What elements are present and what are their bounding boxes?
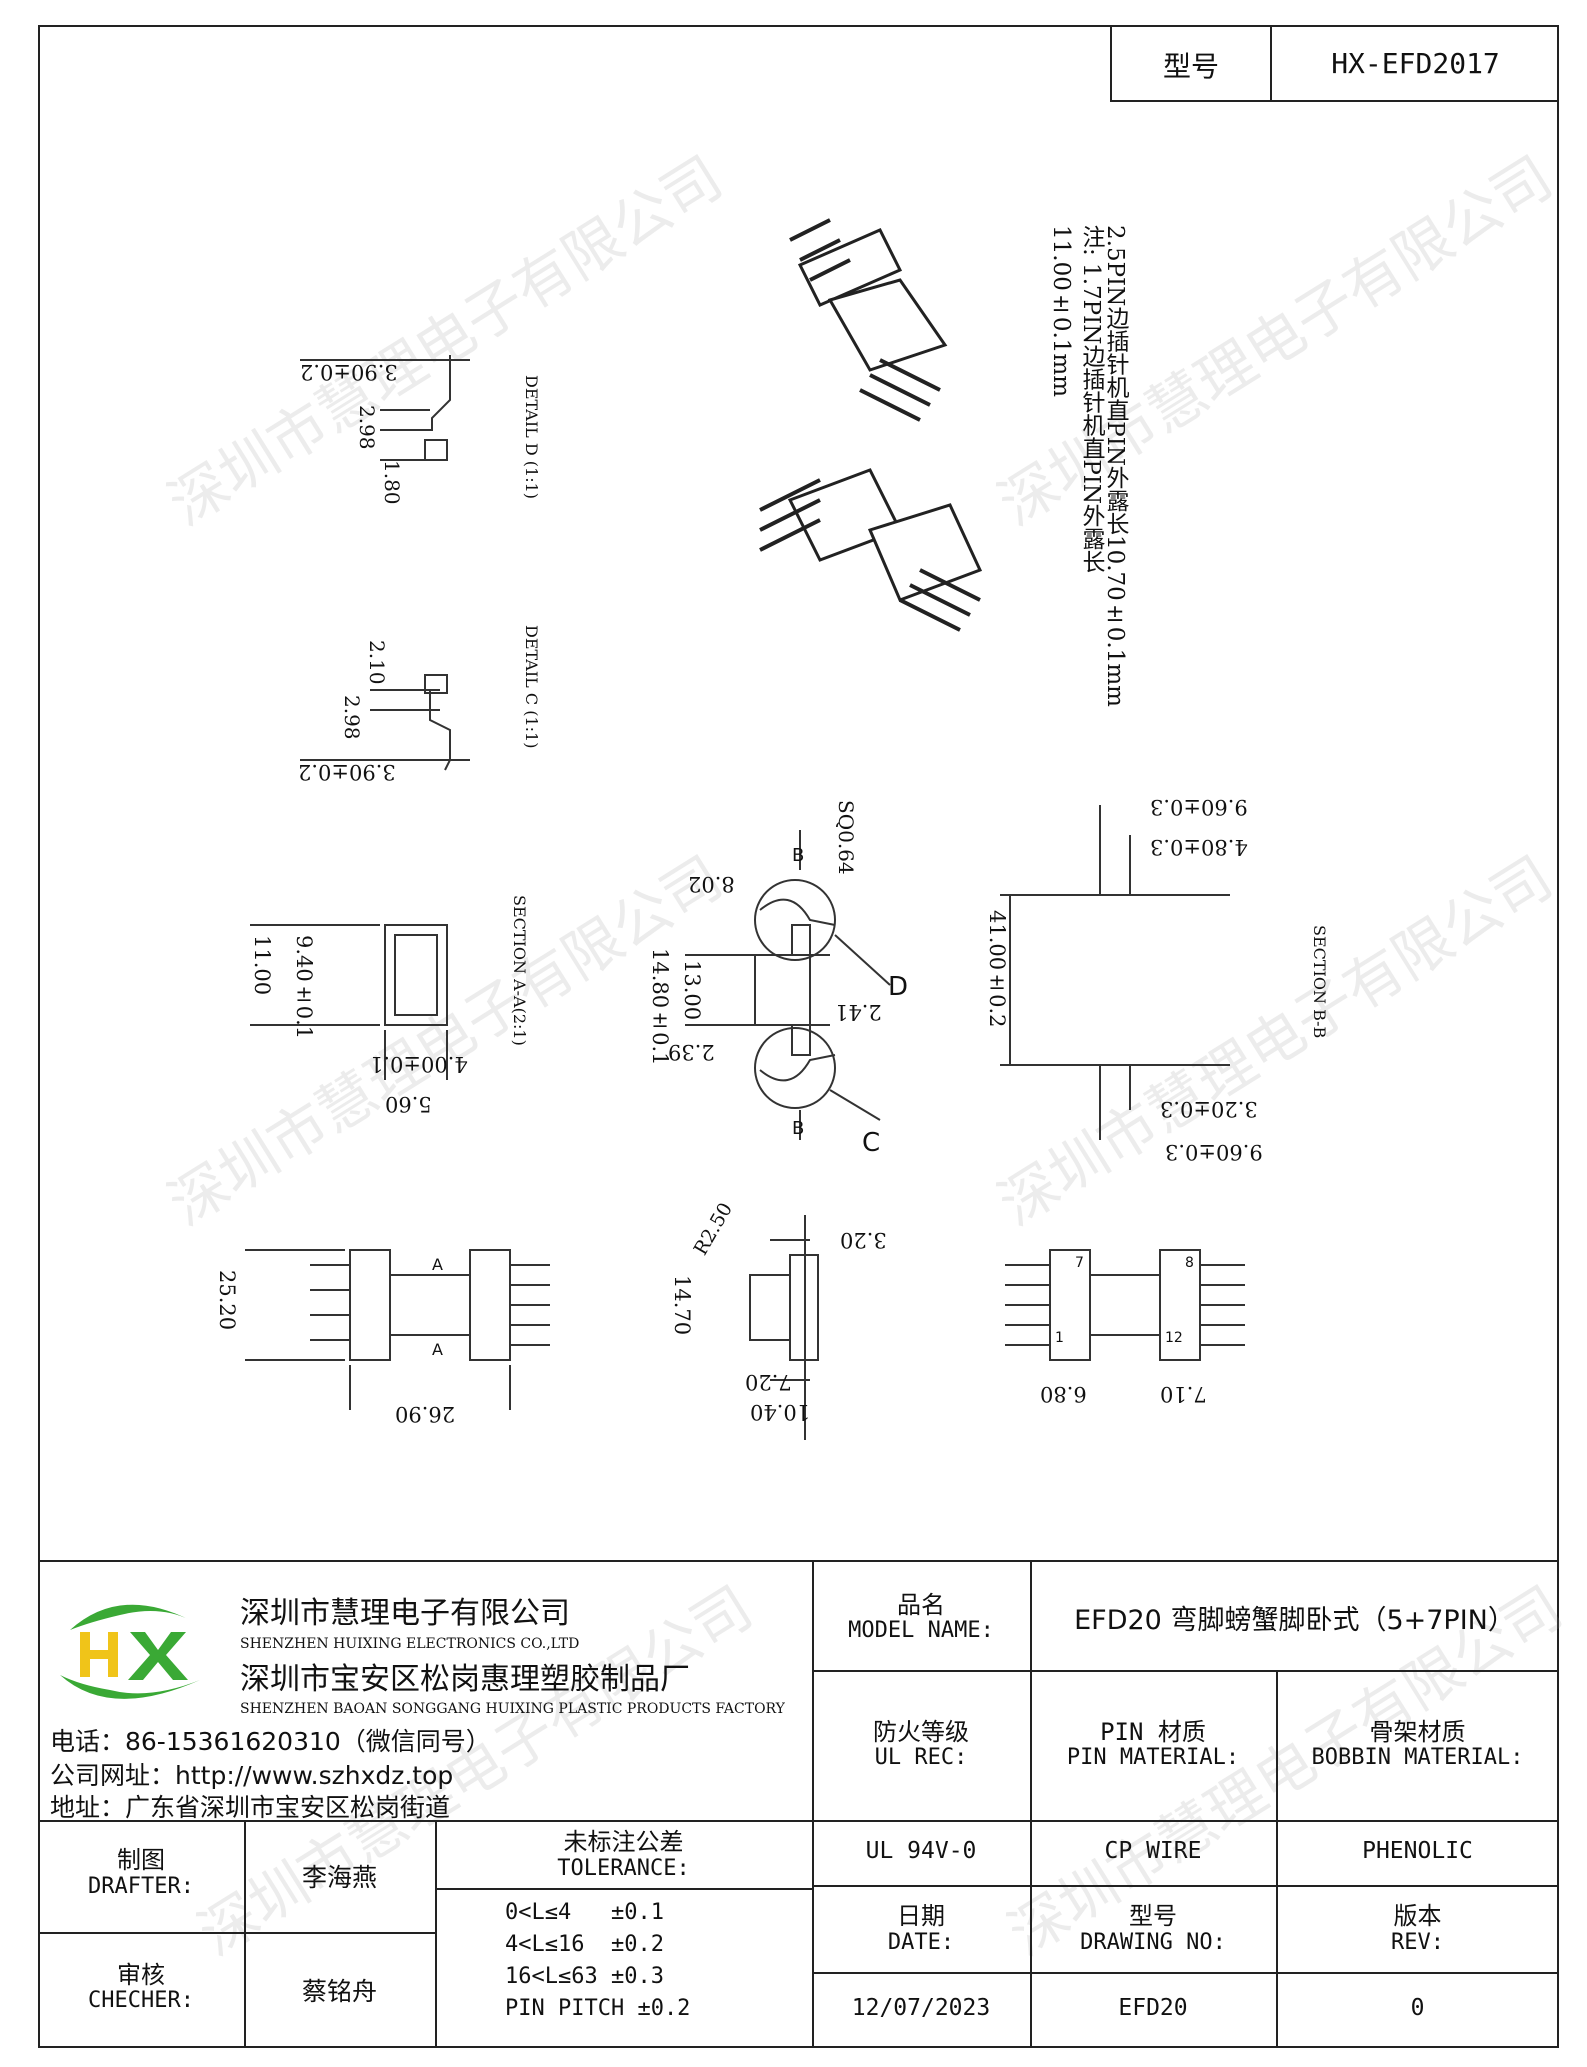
detail-c-dim: 2.98	[340, 695, 364, 740]
fire-rating-value: UL 94V-0	[865, 1838, 977, 1864]
company-name-en: SHENZHEN HUIXING ELECTRONICS CO.,LTD	[240, 1636, 580, 1652]
model-name-label-en: MODEL NAME:	[848, 1618, 994, 1643]
factory-name-en: SHENZHEN BAOAN SONGGANG HUIXING PLASTIC …	[240, 1701, 785, 1717]
section-mark: B	[792, 845, 805, 866]
model-value: HX-EFD2017	[1331, 47, 1500, 80]
section-bb-dim: 9.60±0.3	[1165, 1140, 1263, 1164]
bottom-right-dim: 6.80	[1040, 1382, 1087, 1406]
section-aa-title: SECTION A-A(2:1)	[510, 895, 529, 1046]
rev-value: 0	[1410, 1995, 1425, 2021]
rev-label-cn: 版本	[1393, 1902, 1442, 1930]
section-mark: B	[792, 1118, 805, 1139]
section-bb-dim: 9.60±0.3	[1150, 795, 1248, 819]
bottom-mid-dim: 14.70	[670, 1275, 694, 1336]
drawing-no-label-cn: 型号	[1129, 1902, 1177, 1930]
drawing-no-value: EFD20	[1118, 1995, 1188, 2021]
tolerance-rule: 0<L≤4 ±0.1	[505, 1900, 664, 1925]
pin-material-label-cn: PIN 材质	[1100, 1718, 1206, 1746]
bottom-right-dim: 7.10	[1160, 1382, 1207, 1406]
center-dim: SQ0.64	[834, 800, 858, 875]
center-dim: 2.39	[668, 1040, 715, 1064]
center-dim: 8.02	[688, 872, 735, 896]
section-aa-dim: 11.00	[250, 935, 274, 996]
company-address: 地址：广东省深圳市宝安区松岗街道	[50, 1793, 451, 1822]
bottom-mid-dim: 10.40	[750, 1400, 811, 1424]
bottom-left-dim: 26.90	[395, 1402, 456, 1426]
section-aa-dim: 4.00±0.1	[370, 1052, 468, 1076]
section-bb-dim: 41.00±0.2	[985, 910, 1009, 1028]
detail-d-dim: 2.98	[355, 405, 379, 450]
pin-material-value: CP WIRE	[1104, 1838, 1202, 1864]
company-phone: 电话：86-15361620310（微信同号）	[50, 1727, 491, 1756]
note-line-2: 2.5PIN边插针机直PIN外露长10.70±0.1mm	[1102, 225, 1128, 707]
section-bb-title: SECTION B-B	[1310, 925, 1329, 1039]
detail-d-dim: 3.90±0.2	[300, 360, 398, 384]
drawing-frame	[38, 25, 1559, 2048]
model-name-value: EFD20 弯脚螃蟹脚卧式（5+7PIN）	[1074, 1605, 1515, 1636]
drafter-label-en: DRAFTER:	[88, 1874, 194, 1899]
date-label-cn: 日期	[897, 1902, 945, 1930]
fire-rating-label-cn: 防火等级	[873, 1718, 969, 1746]
section-aa-dim: 5.60	[385, 1092, 432, 1116]
bottom-mid-dim: 3.20	[840, 1228, 887, 1252]
section-mark: A	[432, 1340, 443, 1359]
detail-c-title: DETAIL C (1:1)	[522, 625, 541, 749]
tolerance-rule: PIN PITCH ±0.2	[505, 1996, 691, 2021]
center-dim: 13.00	[680, 960, 704, 1021]
tolerance-rule: 4<L≤16 ±0.2	[505, 1932, 664, 1957]
drawing-no-label-en: DRAWING NO:	[1080, 1930, 1226, 1955]
pin-number: 8	[1185, 1255, 1194, 1271]
checker-value: 蔡铭舟	[301, 1977, 377, 2006]
drafter-value: 李海燕	[301, 1863, 377, 1892]
section-aa-dim: 9.40±0.1	[292, 935, 316, 1040]
center-dim: 14.80±0.1	[648, 948, 672, 1066]
pin-material-label-en: PIN MATERIAL:	[1066, 1745, 1240, 1770]
date-value: 12/07/2023	[851, 1995, 991, 2021]
bobbin-material-label-en: BOBBIN MATERIAL:	[1311, 1745, 1524, 1770]
model-label: 型号	[1162, 50, 1219, 83]
model-name-label-cn: 品名	[897, 1591, 945, 1619]
drafter-label-cn: 制图	[117, 1846, 165, 1874]
rev-label-en: REV:	[1391, 1930, 1444, 1955]
note-line-1: 注: 1.7PIN边插针机直PIN外露长11.00±0.1mm	[1048, 225, 1104, 574]
section-bb-dim: 4.80±0.3	[1150, 835, 1248, 859]
company-name-cn: 深圳市慧理电子有限公司	[240, 1596, 570, 1631]
pin-number: 1	[1055, 1330, 1064, 1346]
checker-label-cn: 审核	[117, 1961, 165, 1989]
tolerance-label-cn: 未标注公差	[563, 1828, 684, 1856]
bottom-left-dim: 25.20	[215, 1270, 239, 1331]
bobbin-material-label-cn: 骨架材质	[1369, 1718, 1466, 1746]
section-bb-dim: 3.20±0.3	[1160, 1097, 1258, 1121]
pin-number: 7	[1075, 1255, 1084, 1271]
company-website: 公司网址：http://www.szhxdz.top	[50, 1761, 454, 1790]
technical-drawing	[245, 218, 1245, 1440]
tolerance-label-en: TOLERANCE:	[557, 1856, 690, 1881]
detail-mark: C	[862, 1128, 881, 1158]
company-logo	[60, 1604, 200, 1699]
model-box: 型号 HX-EFD2017	[1110, 25, 1559, 102]
checker-label-en: CHECHER:	[88, 1988, 194, 2013]
factory-name-cn: 深圳市宝安区松岗惠理塑胶制品厂	[240, 1662, 690, 1697]
detail-c-dim: 2.10	[365, 640, 389, 685]
center-dim: 2.41	[835, 1000, 882, 1024]
bottom-mid-dim: 7.20	[745, 1370, 792, 1394]
fire-rating-label-en: UL REC:	[874, 1745, 968, 1770]
bobbin-material-value: PHENOLIC	[1362, 1838, 1473, 1864]
detail-c-dim: 3.90±0.2	[298, 760, 396, 784]
section-mark: A	[432, 1255, 443, 1274]
pin-number: 12	[1165, 1330, 1183, 1346]
tolerance-rule: 16<L≤63 ±0.3	[505, 1964, 664, 1989]
date-label-en: DATE:	[887, 1930, 955, 1955]
detail-d-dim: 1.80	[380, 460, 404, 505]
detail-mark: D	[888, 972, 909, 1002]
detail-d-title: DETAIL D (1:1)	[522, 375, 541, 500]
